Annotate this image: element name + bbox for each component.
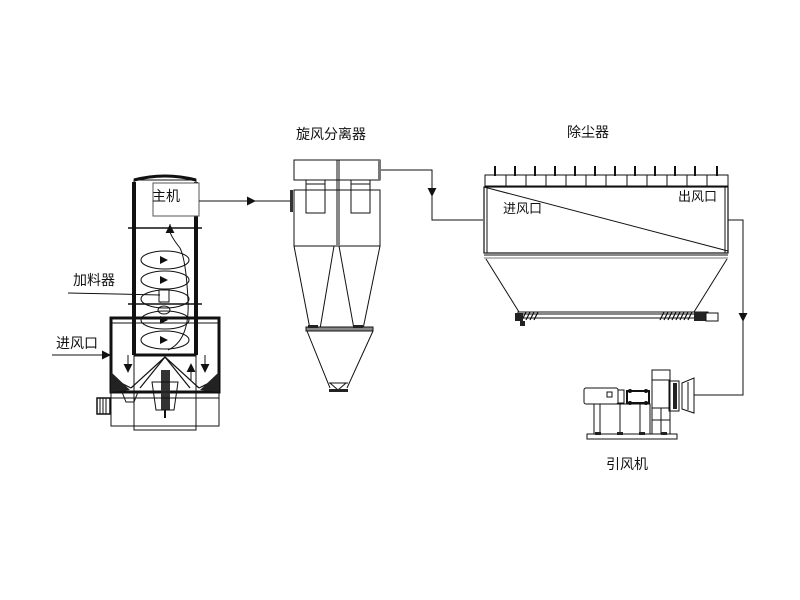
main-unit-box [152, 182, 200, 217]
fan-base [593, 403, 651, 435]
cyclone-separator [290, 159, 381, 392]
feeder-leader-line [67, 292, 161, 296]
fan-coupling [626, 390, 650, 404]
induced-fan-label: 引风机 [606, 457, 648, 473]
fan-baseplate [586, 433, 678, 440]
partition-diagonal [483, 186, 729, 252]
main-unit-label: 主机 [152, 189, 180, 205]
cyclone-label: 旋风分离器 [296, 127, 366, 143]
dust-collector-label: 除尘器 [567, 125, 609, 141]
dryer-top-cap [133, 174, 197, 182]
pulse-nozzles [494, 166, 718, 176]
feeder-label: 加料器 [73, 273, 115, 289]
induced-fan [583, 369, 695, 440]
feeder-box [158, 289, 170, 303]
dust-collector-inlet-label: 进风口 [503, 202, 543, 217]
fan-inlet-cone [681, 377, 695, 414]
spiral-airflow [140, 224, 190, 351]
fan-motor [583, 387, 619, 405]
dryer-base-frame [110, 391, 220, 427]
central-shaft [161, 370, 170, 410]
main-dryer [96, 174, 221, 431]
dust-collector-outlet-label: 出风口 [678, 190, 718, 205]
air-inlet-label: 进风口 [56, 336, 98, 352]
